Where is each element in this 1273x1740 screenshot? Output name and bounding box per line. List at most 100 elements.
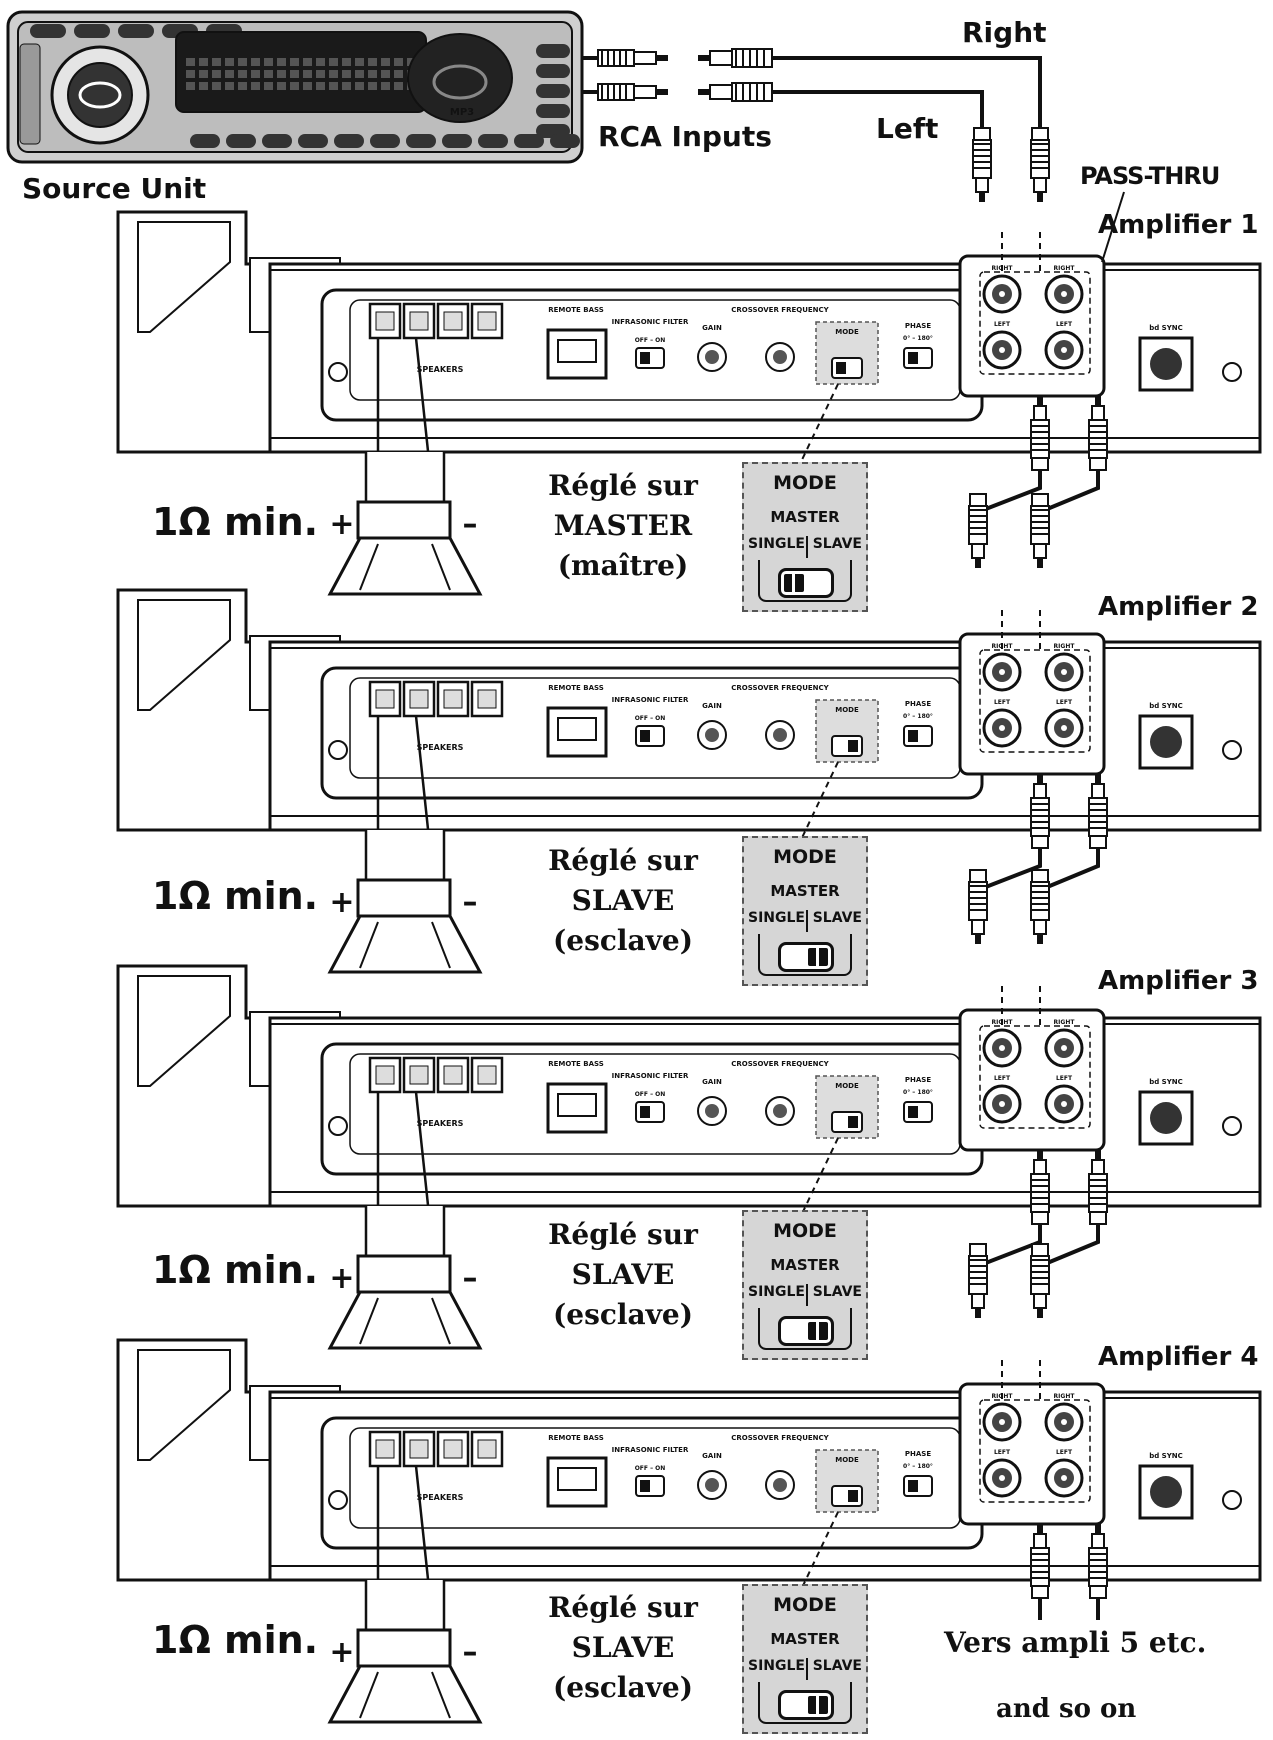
mode-separator xyxy=(806,536,808,558)
mode-panel-label: MODE xyxy=(835,328,859,336)
speaker-minus-sign: – xyxy=(463,1261,478,1296)
plug-tip xyxy=(975,1308,981,1318)
display-segment xyxy=(290,70,299,78)
mode-separator xyxy=(806,1284,808,1306)
display-segment xyxy=(251,82,260,90)
rca-plug-out-left-4 xyxy=(1030,1524,1050,1599)
gain-knob-center xyxy=(705,1104,719,1118)
remote-bass-port xyxy=(546,706,608,758)
plug-body xyxy=(1030,505,1050,545)
display-segment xyxy=(303,58,312,66)
plug-sleeve xyxy=(1091,405,1105,421)
plug-body xyxy=(1030,881,1050,921)
side-button xyxy=(536,64,570,78)
rca-plug-in-left-2 xyxy=(968,493,988,568)
rca-left-label: LEFT xyxy=(994,321,1011,328)
rca-jack-pin xyxy=(999,725,1005,731)
mode-master-label: MASTER xyxy=(770,882,840,900)
plug-body xyxy=(1030,1255,1050,1295)
rca-jack-pin xyxy=(999,1101,1005,1107)
speaker-minus-sign: – xyxy=(463,1635,478,1670)
switch-knob xyxy=(908,352,918,364)
setting-line-1: Réglé sur xyxy=(548,844,698,877)
plug-sleeve xyxy=(1091,1533,1105,1549)
switch-knob xyxy=(848,740,858,752)
plug-collar xyxy=(1031,493,1049,507)
terminal-screw xyxy=(409,1065,429,1085)
speakers-panel-label: SPEAKERS xyxy=(417,365,464,374)
rca-plug-source-left xyxy=(597,83,668,101)
plug-sleeve xyxy=(1033,177,1047,193)
terminal-screw xyxy=(409,689,429,709)
plug-tip xyxy=(656,55,668,61)
speaker-2-impedance: 1Ω min. xyxy=(152,874,319,918)
mode-panel-label: MODE xyxy=(835,1082,859,1090)
display-segment xyxy=(329,82,338,90)
rca-plug-cable-left xyxy=(698,82,773,102)
plug-tip xyxy=(1095,396,1101,406)
display-segment xyxy=(186,58,195,66)
speakers-panel-label: SPEAKERS xyxy=(417,743,464,752)
rca-jack-pin xyxy=(1061,1101,1067,1107)
switch-knob xyxy=(640,730,650,742)
display-segment xyxy=(355,70,364,78)
amplifier-3-title: Amplifier 3 xyxy=(1098,966,1259,996)
plug-sleeve xyxy=(1033,1159,1047,1175)
crossover-label: CROSSOVER FREQUENCY xyxy=(731,1434,829,1442)
plug-tip xyxy=(1037,558,1043,568)
setting-line-1: Réglé sur xyxy=(548,1591,698,1624)
mode-panel-label: MODE xyxy=(835,1456,859,1464)
plug-sleeve xyxy=(971,543,985,559)
top-button xyxy=(30,24,66,38)
display-segment xyxy=(394,58,403,66)
display-segment xyxy=(303,82,312,90)
display-segment xyxy=(381,70,390,78)
rca-input-module xyxy=(958,632,1106,776)
speaker-plus-sign: + xyxy=(329,507,354,542)
display-segment xyxy=(264,70,273,78)
display-segment xyxy=(238,70,247,78)
display-segment xyxy=(264,58,273,66)
rca-right-label: RIGHT xyxy=(1054,1019,1076,1026)
mp3-badge: MP3 xyxy=(450,107,474,118)
rca-right-label: RIGHT xyxy=(1054,643,1076,650)
display-segment xyxy=(212,70,221,78)
speaker-4-impedance: 1Ω min. xyxy=(152,1618,319,1662)
setting-line-2: SLAVE xyxy=(571,1631,675,1664)
plug-sleeve xyxy=(1033,783,1047,799)
plug-tip xyxy=(1037,1150,1043,1160)
preset-button xyxy=(370,134,400,148)
switch-knob xyxy=(836,362,846,374)
plug-body xyxy=(968,505,988,545)
screw-icon xyxy=(1222,362,1242,382)
gain-knob-center xyxy=(705,728,719,742)
rca-left-label: LEFT xyxy=(994,1449,1011,1456)
mode-master-label: MASTER xyxy=(770,508,840,526)
plug-tip xyxy=(1037,774,1043,784)
amp-endcap-detail xyxy=(137,975,231,1087)
rca-plug-source-right xyxy=(597,49,668,67)
preset-button xyxy=(514,134,544,148)
mode-switch-detail-2: MODE MASTER SINGLE SLAVE xyxy=(742,836,868,986)
pass-thru-pointer xyxy=(1101,191,1125,263)
display-segment xyxy=(238,82,247,90)
display-segment xyxy=(303,70,312,78)
mode-bracket xyxy=(758,560,852,602)
side-button xyxy=(536,44,570,58)
mode-separator xyxy=(806,1658,808,1680)
rca-plug-amp1-left-in xyxy=(972,127,992,202)
speaker-cone xyxy=(327,1290,483,1350)
plug-sleeve xyxy=(709,84,733,100)
gain-label: GAIN xyxy=(702,1452,722,1460)
phase-label: PHASE xyxy=(905,1450,931,1458)
footer-and-so-on: and so on xyxy=(996,1694,1137,1724)
plug-collar xyxy=(969,493,987,507)
crossover-label: CROSSOVER FREQUENCY xyxy=(731,1060,829,1068)
setting-line-2: MASTER xyxy=(553,509,693,542)
plug-tip xyxy=(1037,396,1043,406)
plug-collar xyxy=(1089,1211,1107,1225)
plug-tip xyxy=(1037,1308,1043,1318)
mode-callout-line xyxy=(799,1137,839,1219)
rca-plug-in-right-4 xyxy=(1030,1243,1050,1318)
